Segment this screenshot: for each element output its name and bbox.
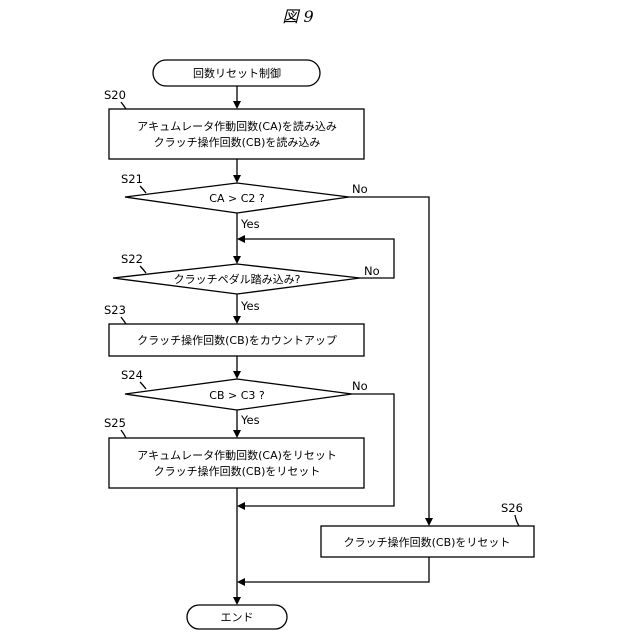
s20-step-label: S20 [104,88,126,102]
s25-line-2: クラッチ操作回数(CB)をリセット [154,464,321,478]
s24-label: CB > C3 ? [209,389,265,402]
decision-s22: クラッチペダル踏み込み? S22 No Yes [113,252,380,313]
s26-leader [515,515,519,526]
arrowhead [237,235,245,243]
s24-yes-label: Yes [240,413,260,427]
s21-leader [140,186,146,193]
s22-label: クラッチペダル踏み込み? [174,272,301,286]
s22-yes-label: Yes [240,299,260,313]
s26-step-label: S26 [501,501,523,515]
step-s25: アキュムレータ作動回数(CA)をリセット クラッチ操作回数(CB)をリセット S… [104,416,364,488]
decision-s21: CA > C2 ? S21 No Yes [121,172,368,231]
s23-label: クラッチ操作回数(CB)をカウントアップ [137,333,337,347]
arrowhead [233,371,241,379]
s24-leader [140,382,146,389]
s23-leader [121,317,126,324]
s25-leader [121,430,126,438]
arrowhead [237,502,245,510]
s23-step-label: S23 [104,303,126,317]
s20-leader [121,102,126,109]
s22-leader [140,266,146,273]
arrowhead [233,597,241,605]
s26-label: クラッチ操作回数(CB)をリセット [344,535,511,549]
step-s20: アキュムレータ作動回数(CA)を読み込み クラッチ操作回数(CB)を読み込み S… [104,88,364,159]
arrowhead [233,101,241,109]
start-terminal: 回数リセット制御 [153,60,320,86]
arrowhead [425,518,433,526]
s20-box [109,109,364,159]
decision-s24: CB > C3 ? S24 No Yes [121,368,368,427]
s21-no-label: No [352,182,368,196]
s21-label: CA > C2 ? [209,192,265,205]
step-s23: クラッチ操作回数(CB)をカウントアップ S23 [104,303,364,356]
s21-step-label: S21 [121,172,143,186]
connector-s26-merge [243,557,429,582]
s25-box [109,438,364,488]
arrowhead [233,316,241,324]
step-s26: クラッチ操作回数(CB)をリセット S26 [321,501,534,557]
end-label: エンド [221,611,254,624]
arrowhead [233,430,241,438]
start-label: 回数リセット制御 [193,66,281,80]
s21-yes-label: Yes [240,217,260,231]
s22-step-label: S22 [121,252,143,266]
s20-line-2: クラッチ操作回数(CB)を読み込み [154,135,321,149]
s25-line-1: アキュムレータ作動回数(CA)をリセット [137,448,337,462]
arrowhead [233,256,241,264]
s20-line-1: アキュムレータ作動回数(CA)を読み込み [137,119,337,133]
figure-title: 図 9 [282,7,313,26]
arrowhead [237,578,245,586]
end-terminal: エンド [187,605,287,629]
s25-step-label: S25 [104,416,126,430]
s24-no-label: No [352,379,368,393]
s24-step-label: S24 [121,368,143,382]
s22-no-label: No [364,264,380,278]
arrowhead [233,175,241,183]
